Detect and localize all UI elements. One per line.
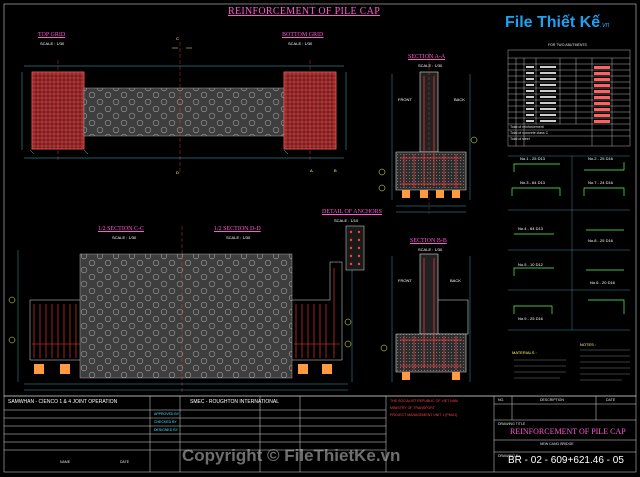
- tb-joint-operation: SAMWHAN - CIENCO 1 & 4 JOINT OPERATION: [8, 399, 118, 405]
- bar-mark-7: No.7 - 24 D16: [588, 180, 613, 185]
- tb-drawing-title: REINFORCEMENT OF PILE CAP: [510, 427, 626, 436]
- bar-mark-8: No.8 - 25 D16: [588, 238, 613, 243]
- logo-text: File Thiết Kế: [505, 14, 601, 31]
- section-cc-title: 1/2 SECTION C-C: [98, 226, 145, 232]
- tb-consultant: SMEC - ROUGHTON INTERNATIONAL: [190, 399, 279, 405]
- bottom-grid-scale: SCALE : 1/30: [288, 41, 313, 46]
- schedule-total-reinforcement: Total of reinforcement: [510, 125, 544, 129]
- copyright-watermark: Copyright © FileThietKe.vn: [182, 446, 401, 465]
- schedule-subtitle: FOR TWO ABUTMENTS: [548, 43, 587, 47]
- section-aa-back: BACK: [454, 97, 465, 102]
- section-cc-scale: SCALE : 1/30: [112, 235, 137, 240]
- site-logo[interactable]: File Thiết Kế.vn: [505, 14, 623, 46]
- tb-rev-description: DESCRIPTION: [540, 398, 564, 402]
- section-bb-back: BACK: [450, 278, 461, 283]
- top-grid-title: TOP GRID: [38, 32, 66, 38]
- detail-anchors-scale: SCALE : 1/10: [334, 218, 359, 223]
- tb-owner-3: PROJECT MANAGEMENT UNIT 1 (PMU1): [390, 413, 458, 417]
- tb-rev-no: NO.: [498, 398, 505, 402]
- section-aa-front: FRONT: [398, 97, 412, 102]
- bar-mark-6: No.6 - 20 D16: [590, 280, 615, 285]
- bar-mark-9: No.9 - 25 D16: [518, 316, 543, 321]
- tb-drawing-number: BR - 02 - 609+621.46 - 05: [508, 455, 624, 466]
- notes-heading: NOTES :: [580, 342, 597, 347]
- bar-shapes: [511, 162, 625, 314]
- section-bb-front: FRONT: [398, 278, 412, 283]
- tb-owner-2: MINISTRY OF TRANSPORT: [390, 406, 435, 410]
- section-aa-scale: SCALE : 1/30: [418, 63, 443, 68]
- tb-drawing-title-label: DRAWING TITLE: [498, 422, 526, 426]
- section-bb-scale: SCALE : 1/30: [418, 247, 443, 252]
- section-aa-title: SECTION A-A: [408, 54, 446, 60]
- logo-suffix: .vn: [600, 22, 610, 29]
- pile-cap-plan: [83, 87, 285, 137]
- tb-bridge-name: NEW CANG BRIDGE: [540, 442, 574, 446]
- section-marker-a: A: [310, 168, 313, 173]
- bar-mark-2: No.2 - 25 D16: [588, 156, 613, 161]
- schedule-total-concrete: Total of concrete class C: [510, 131, 549, 135]
- pile-cap-section: [79, 253, 293, 379]
- drawing-title: REINFORCEMENT OF PILE CAP: [228, 6, 381, 17]
- tb-rev-date: DATE: [606, 398, 616, 402]
- tb-owner-1: THE SOCIALIST REPUBLIC OF VIET NAM: [390, 399, 458, 403]
- bar-mark-3: No.3 - 64 D13: [520, 180, 545, 185]
- section-marker-c: C: [176, 36, 179, 41]
- detail-anchors-title: DETAIL OF ANCHORS: [322, 209, 382, 215]
- bar-mark-1: No.1 - 25 D13: [520, 156, 545, 161]
- section-marker-d: D: [176, 170, 179, 175]
- tb-designed: DESIGNED BY: [154, 428, 178, 432]
- bar-mark-4: No.4 - 64 D13: [518, 226, 543, 231]
- top-grid-scale: SCALE : 1/30: [40, 41, 65, 46]
- tb-date-label: DATE: [120, 460, 130, 464]
- tb-name-label: NAME: [60, 460, 71, 464]
- tb-checked: CHECKED BY: [154, 420, 177, 424]
- section-dd-scale: SCALE : 1/30: [226, 235, 251, 240]
- title-block-frame: [3, 395, 637, 473]
- materials-heading: MATERIALS :: [512, 350, 537, 355]
- section-bb-title: SECTION B-B: [410, 238, 447, 244]
- section-marker-b: B: [334, 168, 337, 173]
- section-dd-title: 1/2 SECTION D-D: [214, 226, 261, 232]
- bar-schedule-table: [507, 49, 631, 147]
- bar-mark-5: No.5 - 10 D12: [518, 262, 543, 267]
- tb-drawing-no-label: DRAWING No.: [498, 454, 522, 458]
- bottom-grid-title: BOTTOM GRID: [282, 32, 324, 38]
- tb-approved: APPROVED BY: [154, 412, 180, 416]
- schedule-total-steel: Total of steel: [510, 137, 530, 141]
